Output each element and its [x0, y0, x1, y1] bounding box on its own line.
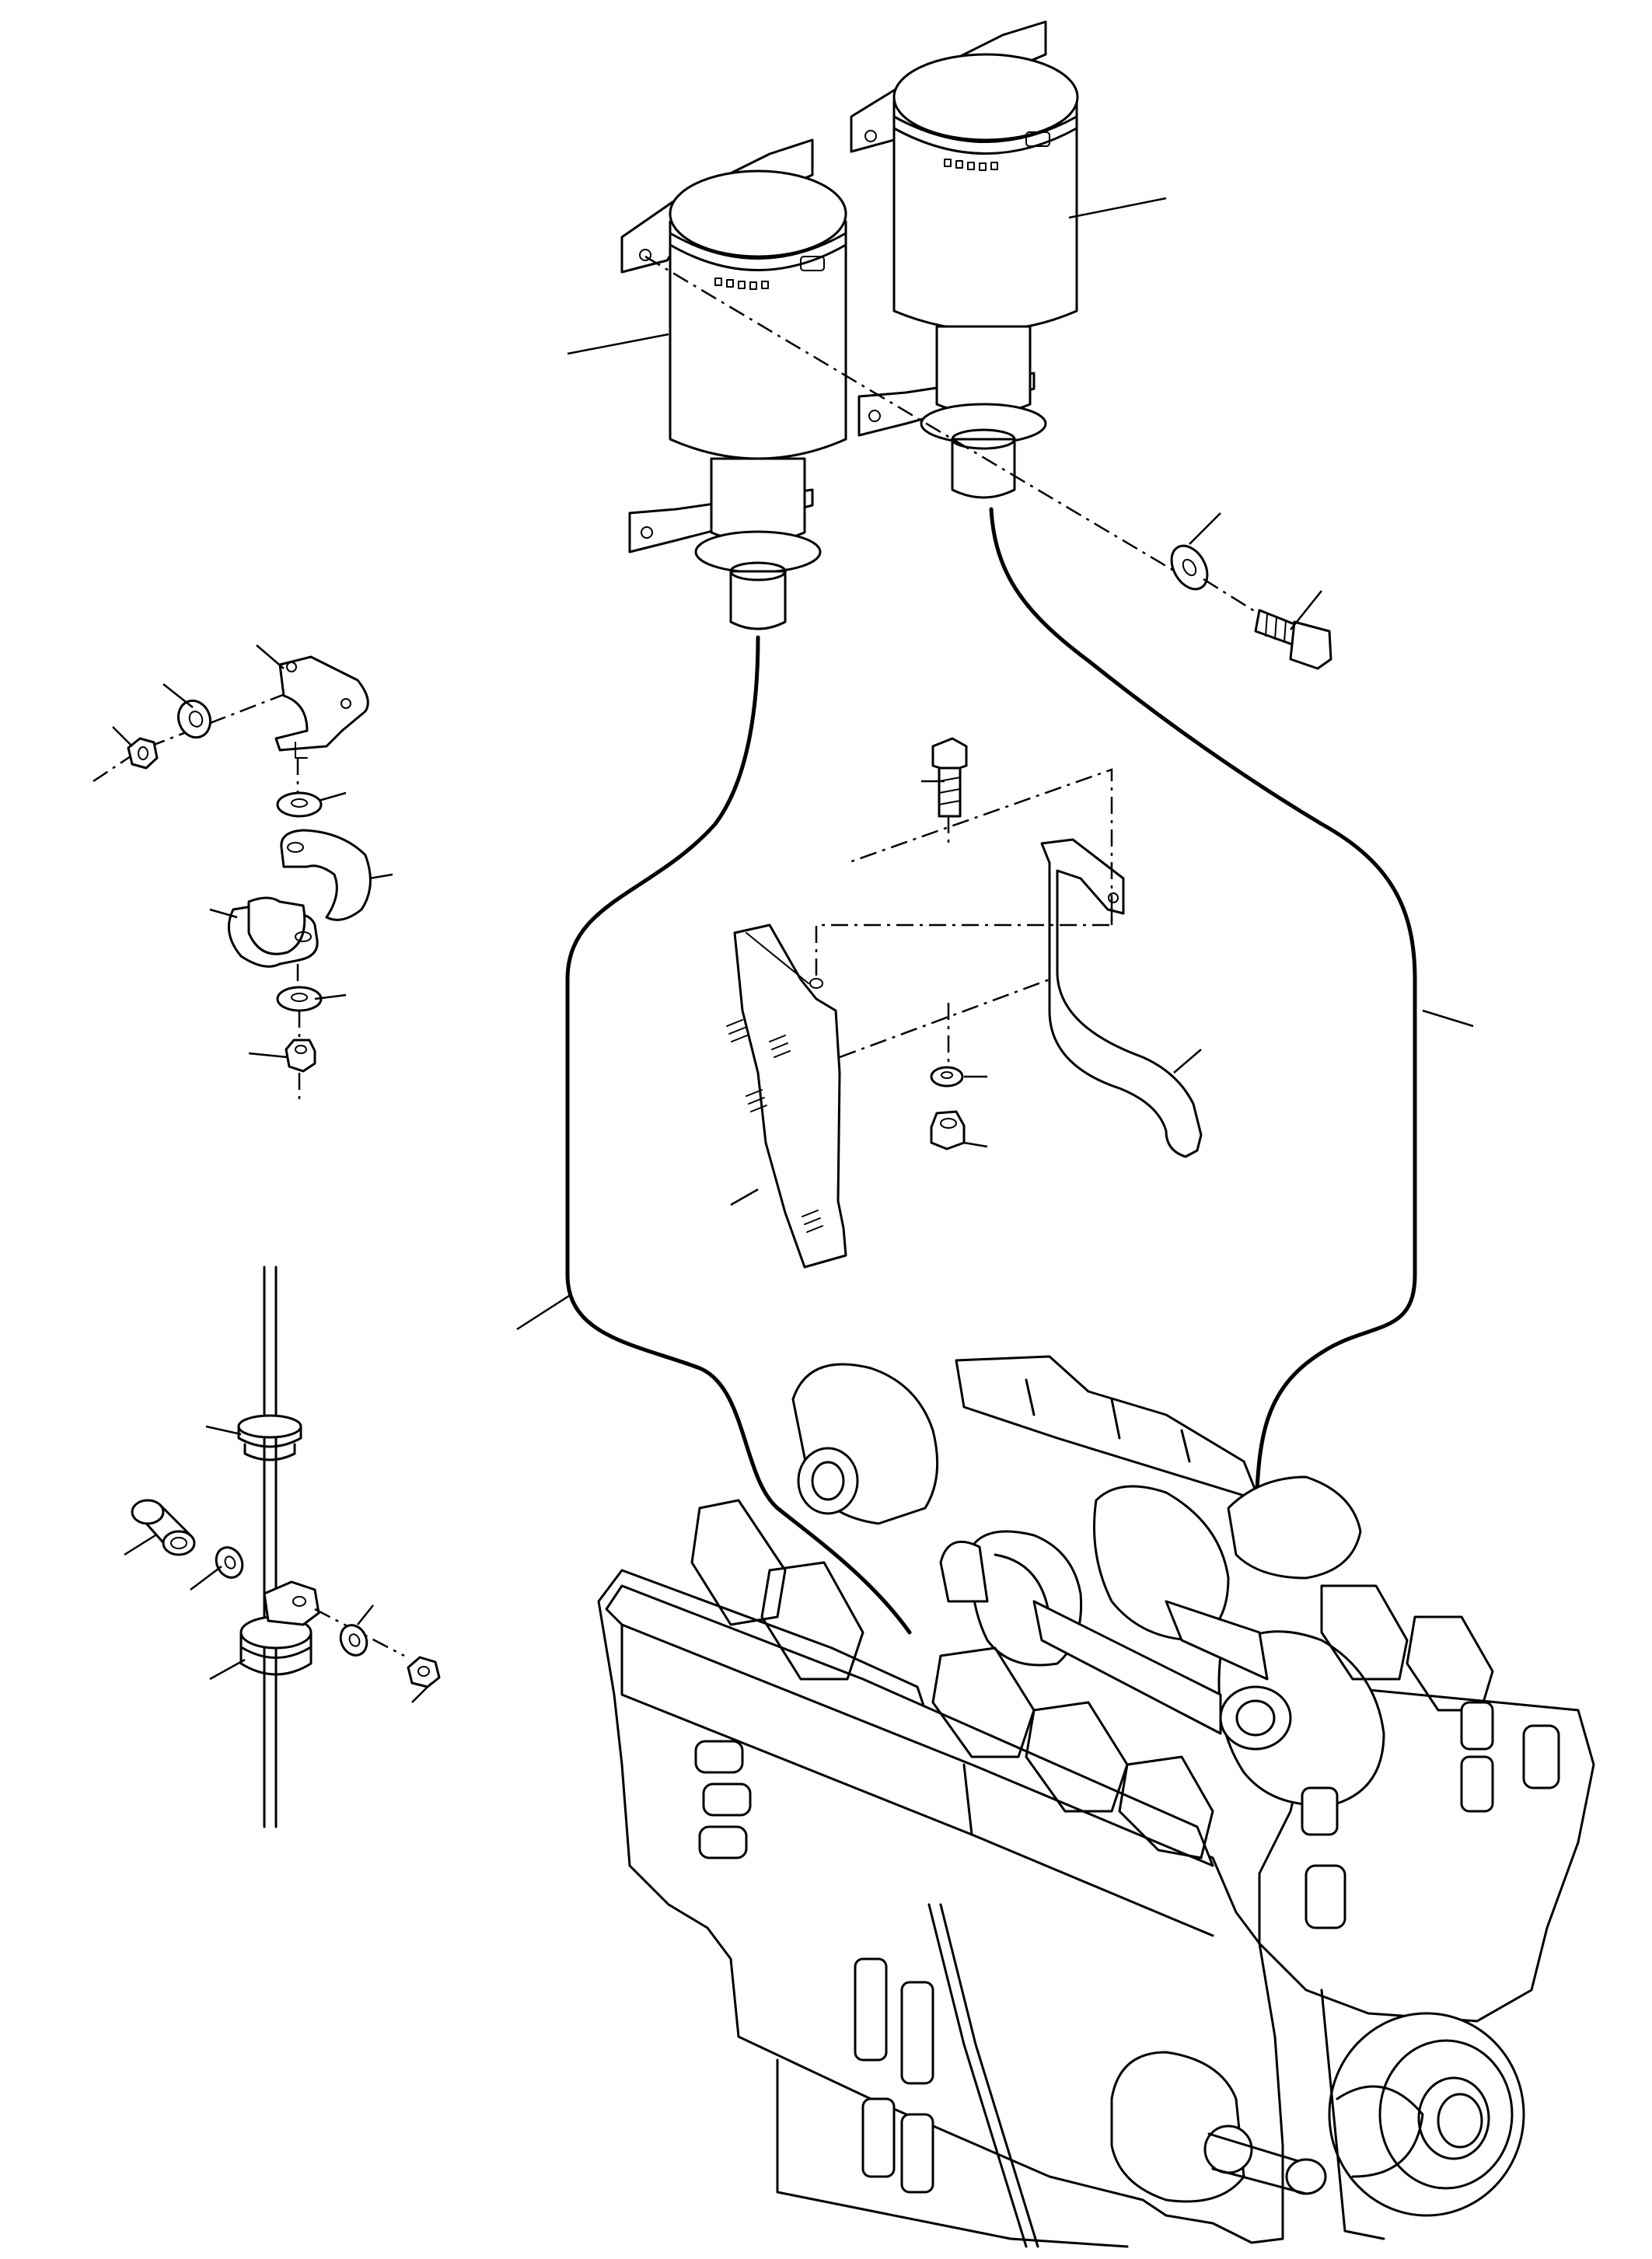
- mounting-bracket-arm: [815, 768, 1203, 1158]
- grommet-assembly: [131, 1266, 441, 1828]
- callout-leaders: [112, 197, 1474, 1703]
- bolt-washer-nut-center: [930, 737, 968, 1150]
- air-filter-canister-right: [850, 20, 1079, 499]
- air-filter-canister-left: [620, 138, 847, 630]
- washer-bolt-set: [644, 255, 1332, 670]
- hose-left: [565, 635, 912, 1635]
- hose-right: [989, 507, 1417, 1518]
- mounting-bracket-plate: [726, 924, 847, 1269]
- engine: [597, 1355, 1595, 2248]
- clamp-assembly: [93, 655, 372, 1104]
